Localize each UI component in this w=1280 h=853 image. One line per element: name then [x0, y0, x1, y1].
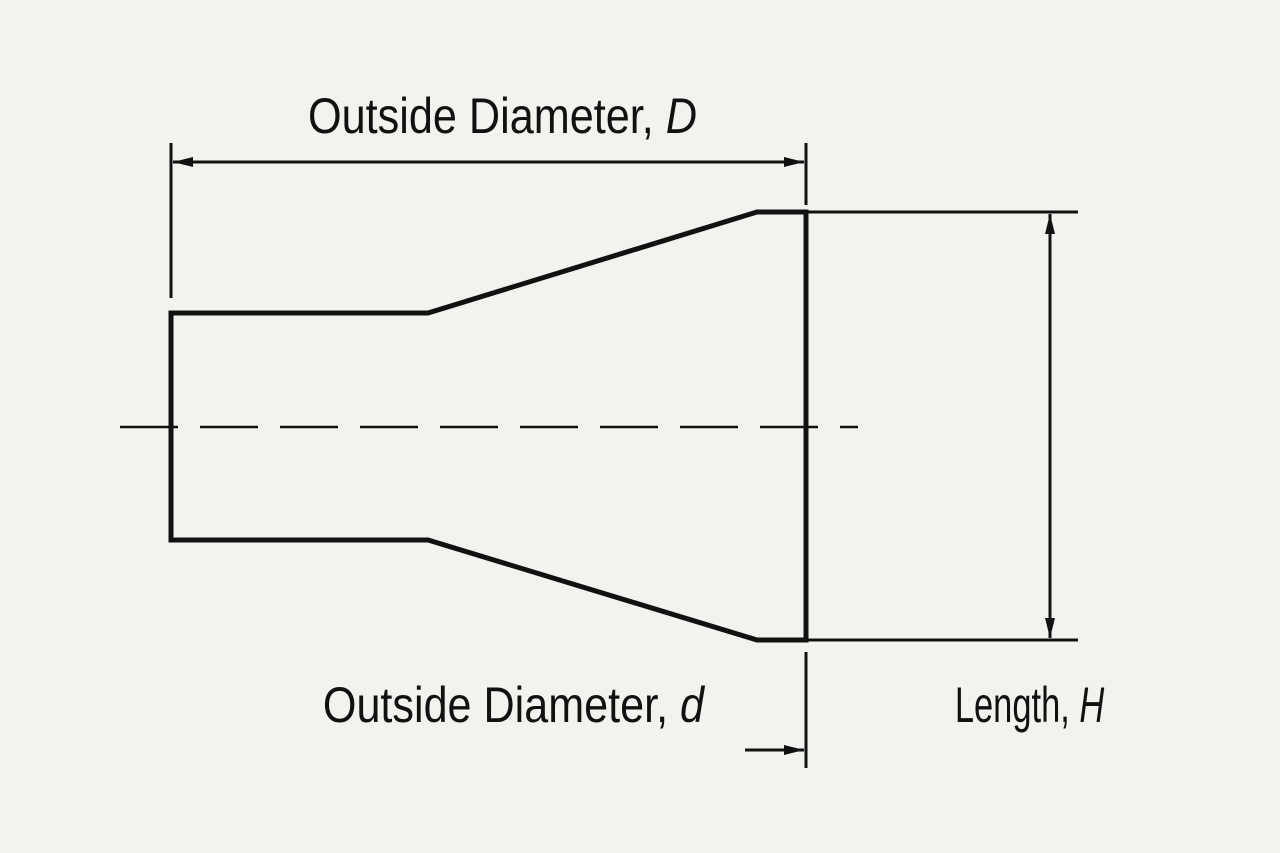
label-text: Length,	[955, 677, 1080, 733]
label-outside-diameter-d: Outside Diameter, d	[263, 677, 740, 733]
label-text: Outside Diameter,	[323, 677, 680, 733]
label-length-H: Length, H	[907, 677, 1133, 733]
label-symbol: d	[680, 677, 706, 733]
reducer-outline	[168, 209, 809, 643]
label-symbol: D	[666, 88, 697, 144]
label-outside-diameter-D: Outside Diameter, D	[248, 88, 733, 144]
label-symbol: H	[1079, 677, 1104, 733]
label-text: Outside Diameter,	[308, 88, 666, 144]
